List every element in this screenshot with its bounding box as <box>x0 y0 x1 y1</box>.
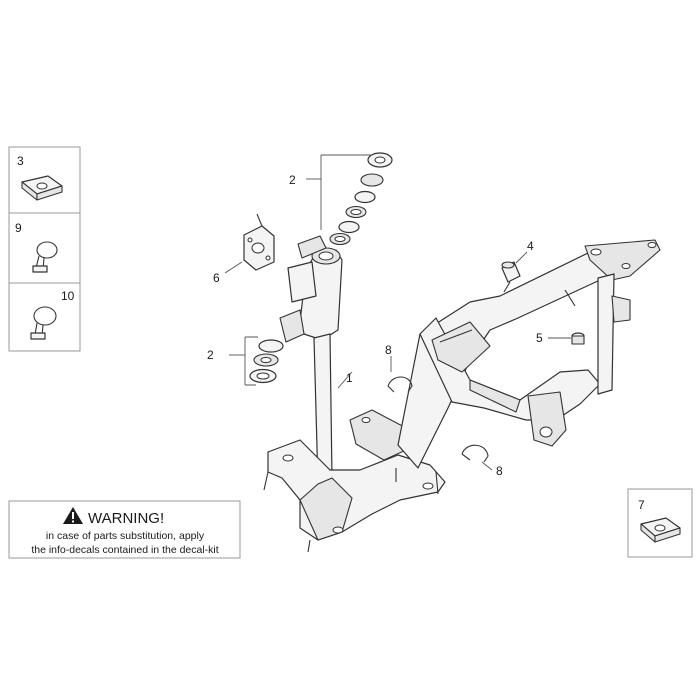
clip-nut-icon <box>640 517 681 543</box>
warning-line-1: in case of parts substitution, apply <box>46 530 205 542</box>
bolt-5 <box>571 332 585 345</box>
part-box-9: 9 <box>8 212 81 284</box>
warning-title: WARNING! <box>88 510 164 527</box>
callout-5: 5 <box>536 331 543 345</box>
callout-4: 4 <box>527 239 534 253</box>
callout-3: 3 <box>17 154 24 168</box>
callout-8-lower: 8 <box>496 464 503 478</box>
main-frame <box>263 235 661 553</box>
steering-bearing-lower <box>249 339 284 384</box>
callout-1: 1 <box>346 371 353 385</box>
callout-7: 7 <box>638 498 645 512</box>
callout-6: 6 <box>213 271 220 285</box>
mounting-bracket-6 <box>243 213 275 271</box>
pin-4 <box>501 261 521 283</box>
clip-nut-icon <box>21 175 63 201</box>
part-box-3: 3 <box>8 146 81 214</box>
cable-clip-8-lower <box>461 444 489 463</box>
hose-clamp-icon <box>30 306 57 340</box>
steering-bearing-upper <box>329 152 393 246</box>
callout-10: 10 <box>61 289 75 303</box>
callout-8-upper: 8 <box>385 343 392 357</box>
warning-panel: WARNING! in case of parts substitution, … <box>8 500 241 559</box>
part-box-10: 10 <box>8 282 81 352</box>
warning-triangle-icon <box>63 507 83 524</box>
callout-9: 9 <box>15 221 22 235</box>
callout-2-upper: 2 <box>289 173 296 187</box>
warning-line-2: the info-decals contained in the decal-k… <box>31 544 218 556</box>
cable-clip-8-upper <box>387 376 413 393</box>
callout-2-lower: 2 <box>207 348 214 362</box>
hose-clamp-icon <box>32 241 58 273</box>
part-box-7: 7 <box>627 488 693 558</box>
